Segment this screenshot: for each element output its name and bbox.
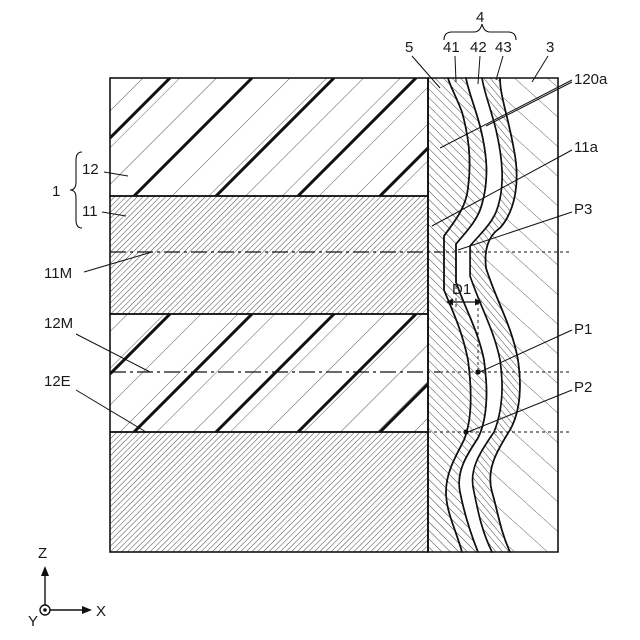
axis-y-label: Y — [28, 613, 38, 630]
axis-x-label: X — [96, 603, 106, 620]
label-41: 41 — [443, 39, 460, 56]
label-11m: 11M — [44, 265, 72, 282]
label-3: 3 — [546, 39, 554, 56]
bracket-4 — [444, 24, 516, 40]
brace-1 — [70, 152, 82, 228]
label-12e: 12E — [44, 373, 71, 390]
coordinate-axes — [40, 566, 92, 615]
z-arrowhead — [41, 566, 49, 576]
label-42: 42 — [470, 39, 487, 56]
label-d1: D1 — [452, 281, 471, 298]
layer-12-upper — [110, 78, 428, 196]
label-p1: P1 — [574, 321, 592, 338]
label-12m: 12M — [44, 315, 73, 332]
label-1: 1 — [52, 183, 60, 200]
label-4: 4 — [476, 9, 484, 26]
layer-12-lower — [110, 314, 428, 432]
label-5: 5 — [405, 39, 413, 56]
leader-43 — [496, 56, 503, 80]
x-arrowhead — [82, 606, 92, 614]
axis-z-label: Z — [38, 545, 47, 562]
y-axis-dot — [43, 608, 47, 612]
label-p3: P3 — [574, 201, 592, 218]
label-p2: P2 — [574, 379, 592, 396]
point-p1 — [475, 369, 480, 374]
label-43: 43 — [495, 39, 512, 56]
label-120a: 120a — [574, 71, 608, 88]
point-p2 — [463, 429, 468, 434]
layer-11-lower — [110, 432, 428, 552]
label-12: 12 — [82, 161, 99, 178]
layer-11-upper — [110, 196, 428, 314]
label-11a: 11a — [574, 139, 599, 156]
label-11: 11 — [82, 203, 98, 220]
